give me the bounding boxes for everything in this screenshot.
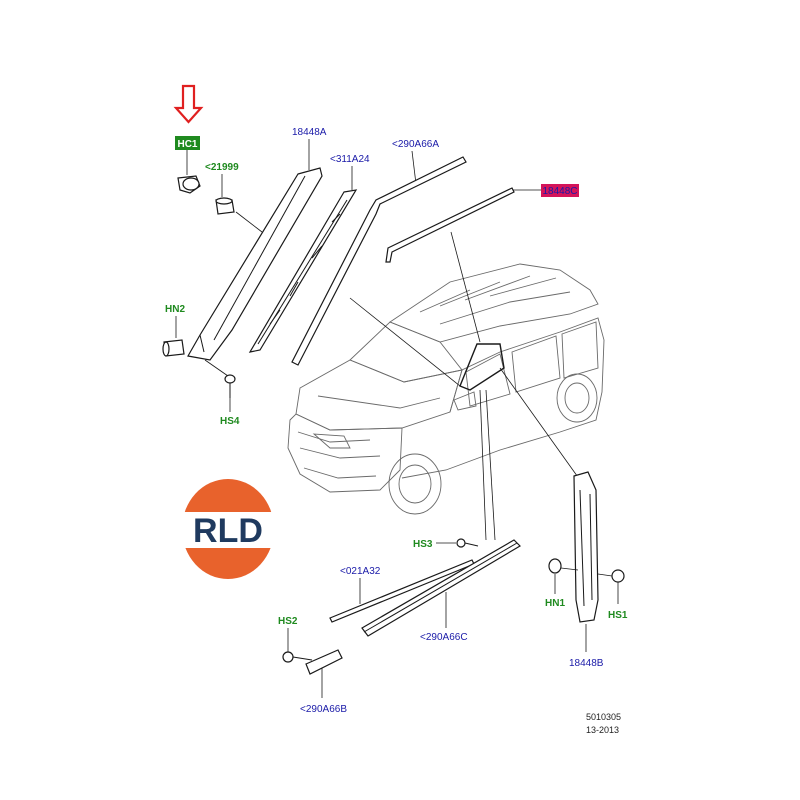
seal-311a24 [248,189,358,353]
logo-text: RLD [193,512,263,550]
clip-hn1 [548,558,579,574]
label-18448a[interactable]: 18448A [292,127,327,138]
clip-hn2 [162,339,185,357]
b-pillar-trim-18448b [573,471,599,623]
rld-logo: RLD [182,479,274,579]
moulding-290a66c [361,539,521,637]
seal-18448c [385,187,515,263]
callout-leaders [349,231,581,541]
vehicle-illustration [287,263,605,515]
label-290a66c[interactable]: <290A66C [420,632,468,643]
screw-hs3 [456,538,479,548]
label-311a24[interactable]: <311A24 [330,154,370,165]
label-21999[interactable]: <21999 [205,162,239,173]
screw-hs2 [282,651,313,663]
a-pillar-trim-18448a [187,167,323,361]
drawing-number: 5010305 [586,712,621,722]
quarter-window-callout [459,343,505,391]
red-down-arrow-icon [173,84,204,124]
drawing-date: 13-2013 [586,725,619,735]
label-hs1[interactable]: HS1 [608,610,628,621]
label-hn2[interactable]: HN2 [165,304,185,315]
label-18448b[interactable]: 18448B [569,658,604,669]
hc1-highlight [175,136,200,150]
label-18448c[interactable]: 18448C [542,186,577,197]
screw-hs1 [597,569,625,583]
screw-hs4 [204,359,236,398]
hc1-label[interactable]: HC1 [177,139,197,150]
moulding-290a66b [305,649,343,675]
label-hs2[interactable]: HS2 [278,616,298,627]
seal-290a66a [291,156,467,366]
label-021a32[interactable]: <021A32 [340,566,381,577]
label-290a66b[interactable]: <290A66B [300,704,347,715]
label-hn1[interactable]: HN1 [545,598,565,609]
label-290a66a[interactable]: <290A66A [392,139,439,150]
label-hs4[interactable]: HS4 [220,416,240,427]
label-hs3[interactable]: HS3 [413,539,433,550]
18448c-highlight [541,184,579,197]
clip-21999 [215,174,235,215]
clip-hc1 [177,150,201,194]
